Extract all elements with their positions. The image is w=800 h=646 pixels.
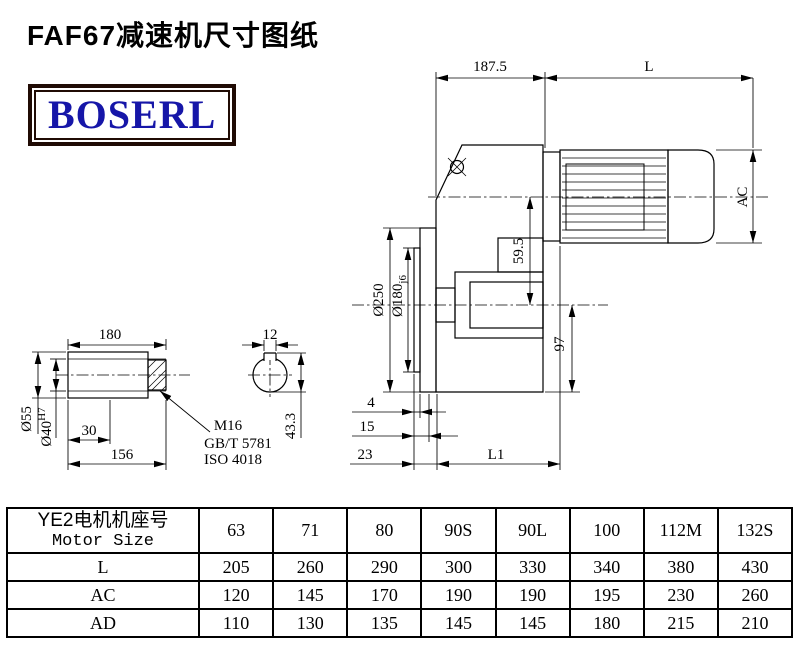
dim-label-30: 30 (82, 423, 97, 439)
value-cell: 195 (568, 580, 645, 610)
value-cell: 170 (346, 580, 423, 610)
value-cell: 380 (642, 552, 719, 582)
dim-label-180-dia: Ø180j6 (390, 275, 409, 317)
value-cell: 190 (420, 580, 497, 610)
brand-logo: BOSERL (28, 84, 237, 146)
value-cell: 145 (494, 608, 571, 638)
dim-label-23: 23 (358, 447, 373, 463)
value-cell: 180 (568, 608, 645, 638)
dim-label-40-dia: Ø40H7 (36, 407, 55, 447)
fan-cowl (667, 149, 715, 244)
value-cell: 145 (420, 608, 497, 638)
motor-size-header-cell: YE2电机机座号 Motor Size (6, 507, 200, 554)
dim-label-shaft-len: 180 (99, 327, 122, 343)
dim-label-15: 15 (360, 419, 375, 435)
dimensions: 187.5 L AC Ø250 Ø180j6 59.5 (19, 59, 762, 470)
value-cell: 230 (642, 580, 719, 610)
table-row-L: L 205 260 290 300 330 340 380 430 (6, 552, 794, 582)
motor-size-col-2: 80 (346, 507, 423, 554)
motor-size-col-7: 132S (716, 507, 794, 554)
value-cell: 120 (197, 580, 275, 610)
motor-outline (542, 149, 715, 244)
page-title: FAF67减速机尺寸图纸 (27, 20, 320, 51)
motor-size-col-4: 90L (494, 507, 571, 554)
thread-callout: M16 (214, 418, 243, 434)
standard-gb: GB/T 5781 (204, 436, 272, 452)
centerlines (56, 196, 770, 397)
output-shaft-detail (67, 351, 167, 399)
motor-size-col-6: 112M (642, 507, 719, 554)
dim-label-55: Ø55 (19, 406, 35, 432)
motor-fins (562, 157, 666, 239)
standard-iso: ISO 4018 (204, 452, 262, 468)
bolt-hole-icon (449, 159, 465, 175)
value-cell: 205 (197, 552, 275, 582)
dim-label-key-w: 12 (263, 327, 278, 343)
dim-label-156: 156 (111, 447, 134, 463)
value-cell: 210 (716, 608, 794, 638)
dimension-drawing: 187.5 L AC Ø250 Ø180j6 59.5 (19, 59, 770, 470)
value-cell: 290 (346, 552, 423, 582)
dim-label-4: 4 (367, 395, 375, 411)
value-cell: 340 (568, 552, 645, 582)
table-header-row: YE2电机机座号 Motor Size 63 71 80 90S 90L 100… (6, 507, 794, 554)
dim-label-43-3: 43.3 (283, 413, 299, 439)
bore-cross-section (252, 352, 288, 393)
motor-size-col-5: 100 (568, 507, 645, 554)
table-row-AD: AD 110 130 135 145 145 180 215 210 (6, 608, 794, 638)
value-cell: 130 (272, 608, 349, 638)
value-cell: 110 (197, 608, 275, 638)
dim-label-187-5: 187.5 (473, 59, 507, 75)
value-cell: 260 (716, 580, 794, 610)
motor-size-col-0: 63 (197, 507, 275, 554)
dim-label-250: Ø250 (371, 283, 387, 316)
motor-size-header-cn: YE2电机机座号 (37, 510, 169, 531)
motor-size-col-3: 90S (420, 507, 497, 554)
value-cell: 145 (272, 580, 349, 610)
value-cell: 430 (716, 552, 794, 582)
value-cell: 135 (346, 608, 423, 638)
motor-dimension-table: YE2电机机座号 Motor Size 63 71 80 90S 90L 100… (6, 507, 794, 638)
motor-size-col-1: 71 (272, 507, 349, 554)
row-label-AC: AC (6, 580, 200, 610)
hatching (147, 359, 167, 391)
dim-label-L: L (644, 59, 653, 75)
brand-logo-text: BOSERL (34, 90, 231, 140)
value-cell: 300 (420, 552, 497, 582)
value-cell: 190 (494, 580, 571, 610)
table-row-AC: AC 120 145 170 190 190 195 230 260 (6, 580, 794, 610)
gearbox-housing (413, 144, 544, 393)
dim-label-L1: L1 (488, 447, 505, 463)
row-label-L: L (6, 552, 200, 582)
row-label-AD: AD (6, 608, 200, 638)
value-cell: 330 (494, 552, 571, 582)
motor-size-header-en: Motor Size (51, 532, 155, 551)
dim-label-AC: AC (735, 187, 751, 208)
value-cell: 260 (272, 552, 349, 582)
value-cell: 215 (642, 608, 719, 638)
dim-label-59-5: 59.5 (511, 238, 527, 264)
